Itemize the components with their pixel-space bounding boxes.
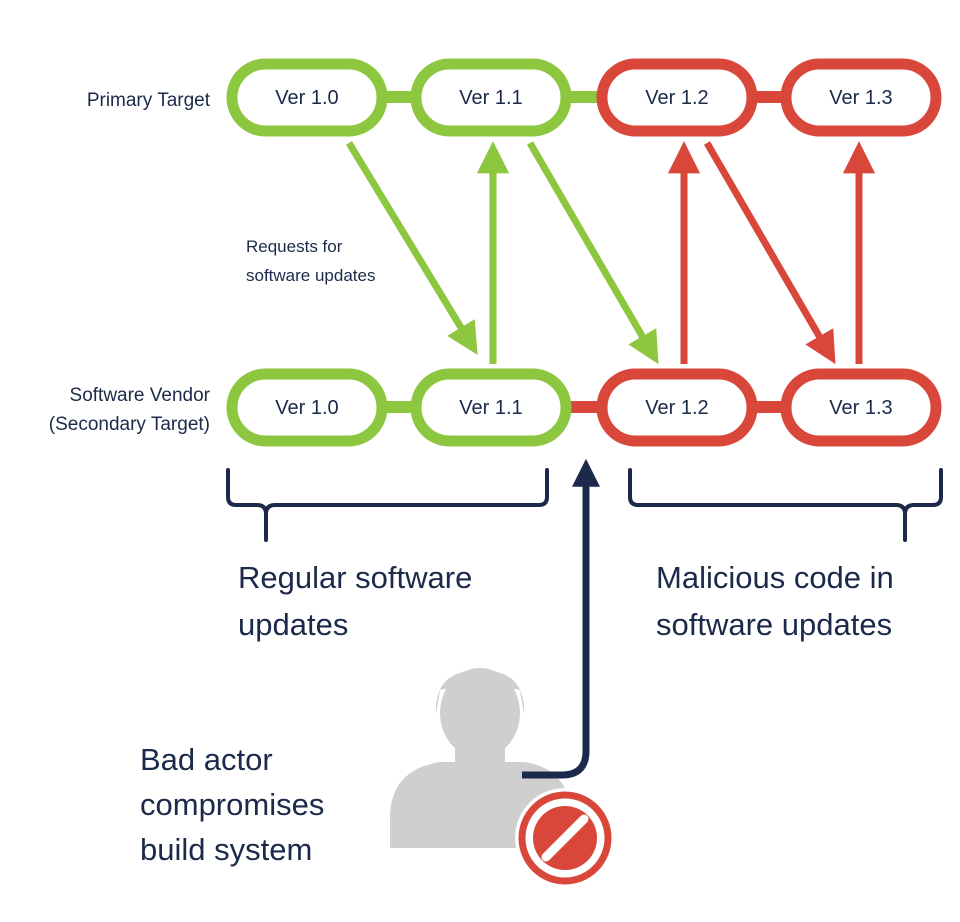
version-pill-primary-1 (226, 58, 388, 137)
version-pill-primary-3 (596, 58, 758, 137)
bad-actor-label-line2: compromises (140, 787, 324, 822)
version-pill-primary-4 (780, 58, 942, 137)
version-pill-vendor-3 (596, 368, 758, 447)
vendor-label-line1: Software Vendor (70, 385, 211, 406)
version-label-vendor-3: Ver 1.2 (645, 397, 708, 419)
request-arrow-green-1 (346, 141, 478, 356)
regular-updates-label-line1: Regular software (238, 560, 472, 595)
malicious-updates-label-line2: software updates (656, 607, 892, 642)
bad-actor-label-line1: Bad actor (140, 742, 273, 777)
request-arrow-red (703, 141, 836, 365)
regular-updates-brace (226, 468, 549, 542)
version-label-primary-3: Ver 1.2 (645, 87, 708, 109)
version-pill-vendor-2 (410, 368, 572, 447)
malicious-updates-label-line1: Malicious code in (656, 560, 894, 595)
requests-annotation-line2: software updates (246, 266, 375, 285)
version-label-primary-2: Ver 1.1 (459, 87, 522, 109)
version-label-primary-4: Ver 1.3 (829, 87, 892, 109)
version-label-vendor-4: Ver 1.3 (829, 397, 892, 419)
version-label-primary-1: Ver 1.0 (275, 87, 338, 109)
compromise-arrow (522, 458, 600, 779)
version-pill-vendor-1 (226, 368, 388, 447)
version-label-vendor-1: Ver 1.0 (275, 397, 338, 419)
version-pill-primary-2 (410, 58, 572, 137)
vendor-label-line2: (Secondary Target) (49, 414, 210, 435)
bad-actor-label-line3: build system (140, 832, 312, 867)
request-arrow-green-2 (526, 141, 659, 365)
requests-annotation-line1: Requests for (246, 237, 343, 256)
version-label-vendor-2: Ver 1.1 (459, 397, 522, 419)
primary-target-label: Primary Target (87, 90, 211, 111)
version-pill-vendor-4 (780, 368, 942, 447)
prohibited-icon (515, 788, 615, 888)
regular-updates-label-line2: updates (238, 607, 348, 642)
malicious-updates-brace (628, 468, 943, 542)
